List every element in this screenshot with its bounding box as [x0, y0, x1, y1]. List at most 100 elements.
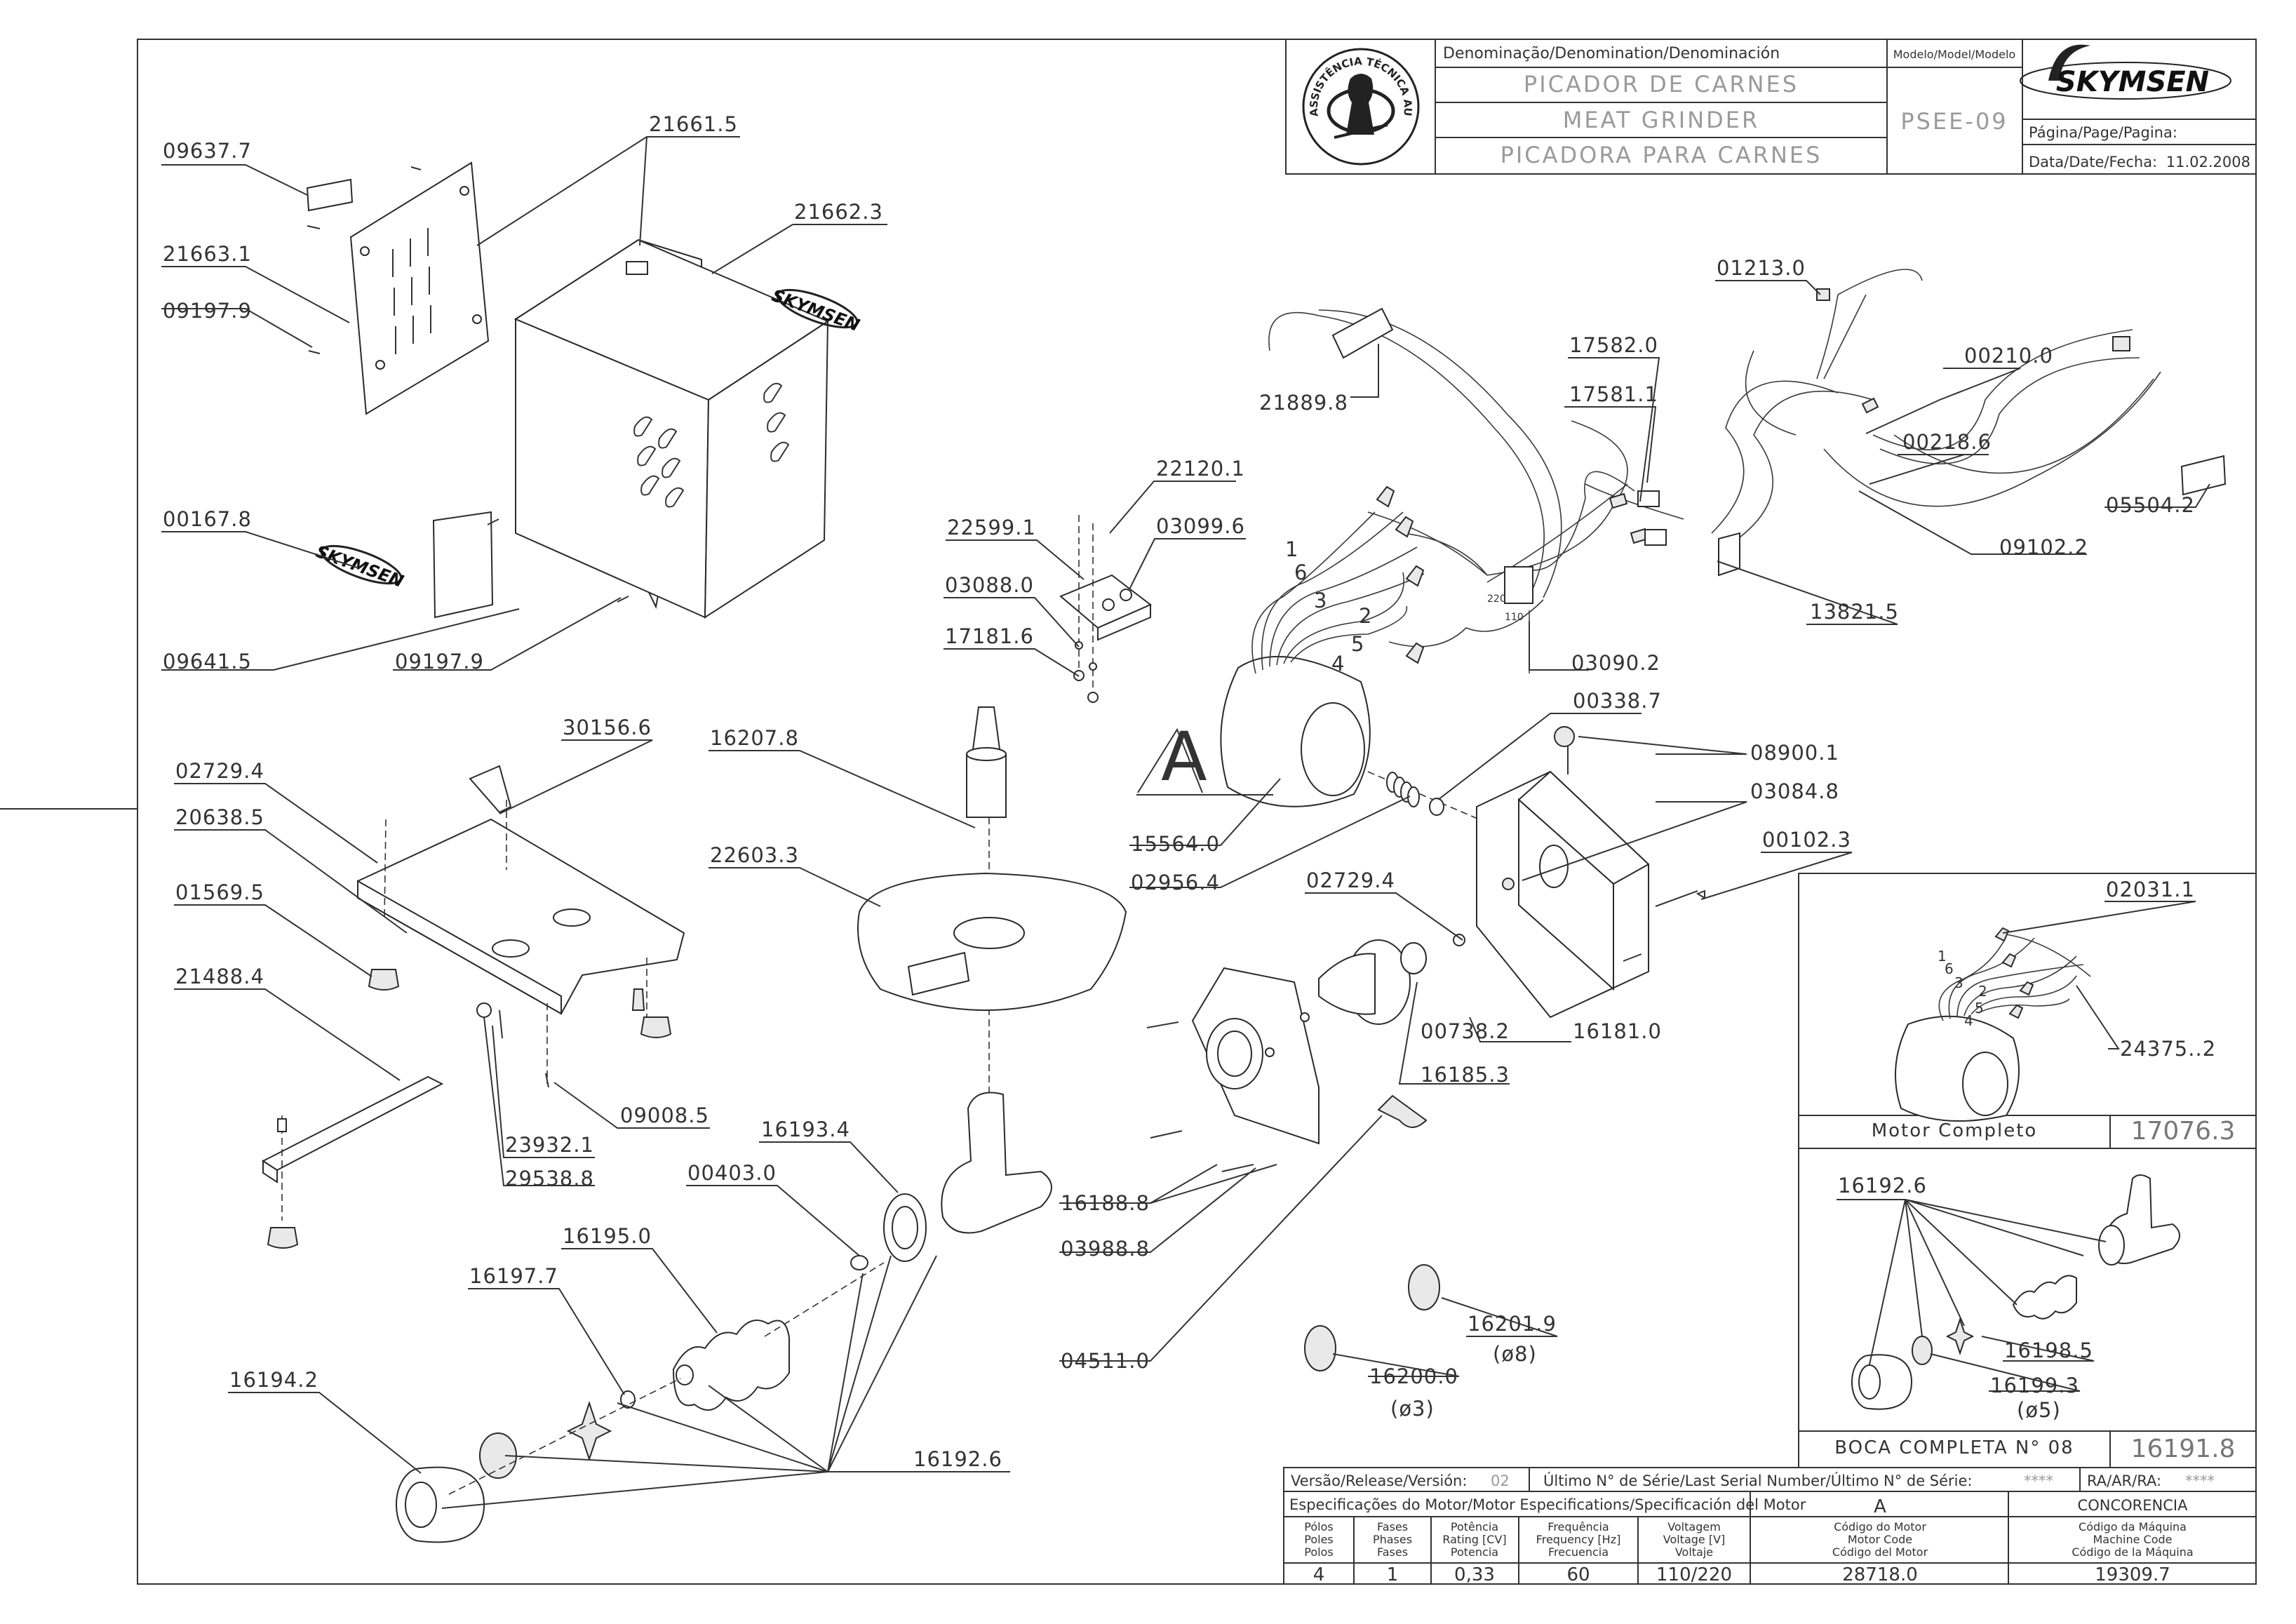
- val-motor-code: 28718.0: [1842, 1564, 1918, 1585]
- plate-3mm: [1304, 1325, 1336, 1371]
- label-03988-8: 03988.8: [1061, 1237, 1150, 1261]
- label-16188-8: 16188.8: [1061, 1191, 1150, 1215]
- hdr-motorcode-pt: Código do Motor: [1834, 1520, 1926, 1534]
- label-02729-4-base: 02729.4: [175, 759, 264, 783]
- hdr-freq-pt: Frequência: [1548, 1520, 1609, 1534]
- volt-tag-220: 220: [1487, 593, 1506, 605]
- hdr-freq-en: Frequency [Hz]: [1536, 1533, 1621, 1546]
- name-en: MEAT GRINDER: [1563, 107, 1759, 133]
- serial-label: Último N° de Série/Last Serial Number/Úl…: [1543, 1472, 1973, 1489]
- inset-head: 16192.6 16198.5 16199.3 (ø5) BOCA COMPLE…: [1798, 1148, 2257, 1468]
- label-09637-7: 09637.7: [163, 139, 252, 163]
- hdr-motorcode-en: Motor Code: [1848, 1533, 1912, 1546]
- title-block: ASSISTÊNCIA TÉCNICA AUTORIZADA Denominaç…: [0, 0, 2257, 175]
- version-label: Versão/Release/Versión:: [1291, 1472, 1467, 1489]
- hdr-machinecode-es: Código de la Máquina: [2072, 1545, 2193, 1559]
- hdr-poles-pt: Pólos: [1304, 1520, 1333, 1534]
- label-09197-9-top: 09197.9: [163, 299, 252, 323]
- tray-and-pusher: [857, 706, 1127, 1094]
- val-phases: 1: [1387, 1564, 1399, 1585]
- val-machine-code: 19309.7: [2095, 1564, 2170, 1585]
- label-16194-2: 16194.2: [229, 1368, 318, 1392]
- housing-group: SKYMSEN SKYMSEN: [306, 161, 862, 619]
- inset-wire-5: 5: [1975, 1000, 1984, 1016]
- hdr-freq-es: Frecuencia: [1548, 1545, 1609, 1559]
- date-value: 11.02.2008: [2166, 154, 2250, 170]
- label-08900-1: 08900.1: [1750, 741, 1839, 765]
- plate-8mm: [1408, 1264, 1440, 1310]
- label-00338-7: 00338.7: [1573, 689, 1662, 713]
- label-22603-3: 22603.3: [710, 843, 799, 867]
- label-03084-8: 03084.8: [1750, 779, 1839, 803]
- brand-name: SKYMSEN: [2056, 66, 2209, 98]
- terminal-bracket: [1059, 515, 1152, 703]
- hdr-rating-en: Rating [CV]: [1442, 1533, 1506, 1546]
- hdr-poles-en: Poles: [1304, 1533, 1334, 1546]
- val-poles: 4: [1313, 1564, 1325, 1585]
- ra-value: ****: [2185, 1472, 2215, 1489]
- view-marker-a: A: [1161, 718, 1207, 796]
- hdr-phases-en: Phases: [1373, 1533, 1412, 1546]
- hdr-phases-es: Fases: [1377, 1545, 1408, 1559]
- ring-nut: [396, 1466, 485, 1543]
- label-02956-4: 02956.4: [1131, 871, 1220, 894]
- hdr-rating-pt: Potência: [1451, 1520, 1498, 1534]
- date-label: Data/Date/Fecha:: [2029, 154, 2157, 170]
- spec-table: Versão/Release/Versión: 02 Último N° de …: [1283, 1467, 2257, 1585]
- side-logo-decal: SKYMSEN: [313, 542, 406, 591]
- skymsen-logo: SKYMSEN: [2020, 44, 2231, 100]
- label-21889-8: 21889.8: [1259, 391, 1348, 415]
- part-labels: 09637.7 21661.5 21662.3 21663.1 09197.9 …: [161, 112, 2210, 1509]
- label-21662-3: 21662.3: [794, 200, 883, 224]
- label-29538-8: 29538.8: [505, 1167, 594, 1190]
- label-21663-1: 21663.1: [163, 242, 252, 266]
- hdr-rating-es: Potencia: [1451, 1545, 1498, 1559]
- svg-text:ASSISTÊNCIA TÉCNICA AUTORIZADA: ASSISTÊNCIA TÉCNICA AUTORIZADA: [0, 0, 1414, 117]
- hdr-voltage-en: Voltage [V]: [1663, 1533, 1726, 1546]
- wire-number-1: 1: [1285, 537, 1298, 561]
- col-a-header: A: [1874, 1496, 1886, 1517]
- inset-label-16192-6: 16192.6: [1838, 1174, 1927, 1197]
- label-21488-4: 21488.4: [175, 965, 264, 988]
- label-16201-9: 16201.9: [1468, 1312, 1557, 1336]
- version-value: 02: [1491, 1472, 1510, 1489]
- hdr-voltage-es: Voltaje: [1675, 1545, 1713, 1559]
- diameter-3: (ø3): [1390, 1397, 1435, 1421]
- hdr-phases-pt: Fases: [1377, 1520, 1408, 1534]
- name-es: PICADORA PARA CARNES: [1501, 142, 1822, 168]
- inset-head-code: 16191.8: [2131, 1435, 2236, 1463]
- label-05504-2: 05504.2: [2106, 493, 2195, 517]
- label-15564-0: 15564.0: [1131, 832, 1220, 856]
- wire-number-2: 2: [1359, 604, 1372, 628]
- label-03088-0: 03088.0: [945, 573, 1034, 597]
- label-21661-5: 21661.5: [649, 112, 738, 136]
- label-20638-5: 20638.5: [175, 805, 264, 829]
- val-voltage: 110/220: [1656, 1564, 1732, 1585]
- label-17582-0: 17582.0: [1569, 333, 1658, 357]
- diameter-8: (ø8): [1493, 1342, 1537, 1366]
- page-label: Página/Page/Pagina:: [2029, 124, 2177, 141]
- label-24375-2: 24375..2: [2120, 1037, 2216, 1061]
- inset-label-16199-3: 16199.3: [1990, 1374, 2079, 1397]
- label-03099-6: 03099.6: [1156, 514, 1245, 538]
- front-flange-group: [1146, 939, 1428, 1172]
- model-header: Modelo/Model/Modelo: [1893, 48, 2015, 61]
- label-23932-1: 23932.1: [505, 1133, 594, 1157]
- label-00167-8: 00167.8: [163, 507, 252, 531]
- serial-value: ****: [2024, 1472, 2053, 1489]
- wire-number-4: 4: [1331, 652, 1345, 676]
- view-marker: A: [1170, 781, 1171, 783]
- inset-wire-6: 6: [1945, 960, 1954, 977]
- label-16195-0: 16195.0: [563, 1224, 652, 1248]
- label-00738-2: 00738.2: [1421, 1019, 1510, 1043]
- hdr-machinecode-en: Machine Code: [2093, 1533, 2172, 1546]
- col-concorrencia-header: CONCORENCIA: [2078, 1497, 2189, 1514]
- label-17581-1: 17581.1: [1569, 382, 1658, 406]
- label-04511-0: 04511.0: [1061, 1349, 1150, 1373]
- inset-wire-4: 4: [1964, 1012, 1973, 1029]
- hdr-motorcode-es: Código del Motor: [1832, 1545, 1928, 1559]
- inset-motor-title: Motor Completo: [1872, 1120, 2038, 1141]
- inset-motor-code: 17076.3: [2131, 1117, 2236, 1146]
- label-02729-4-motor: 02729.4: [1306, 868, 1395, 892]
